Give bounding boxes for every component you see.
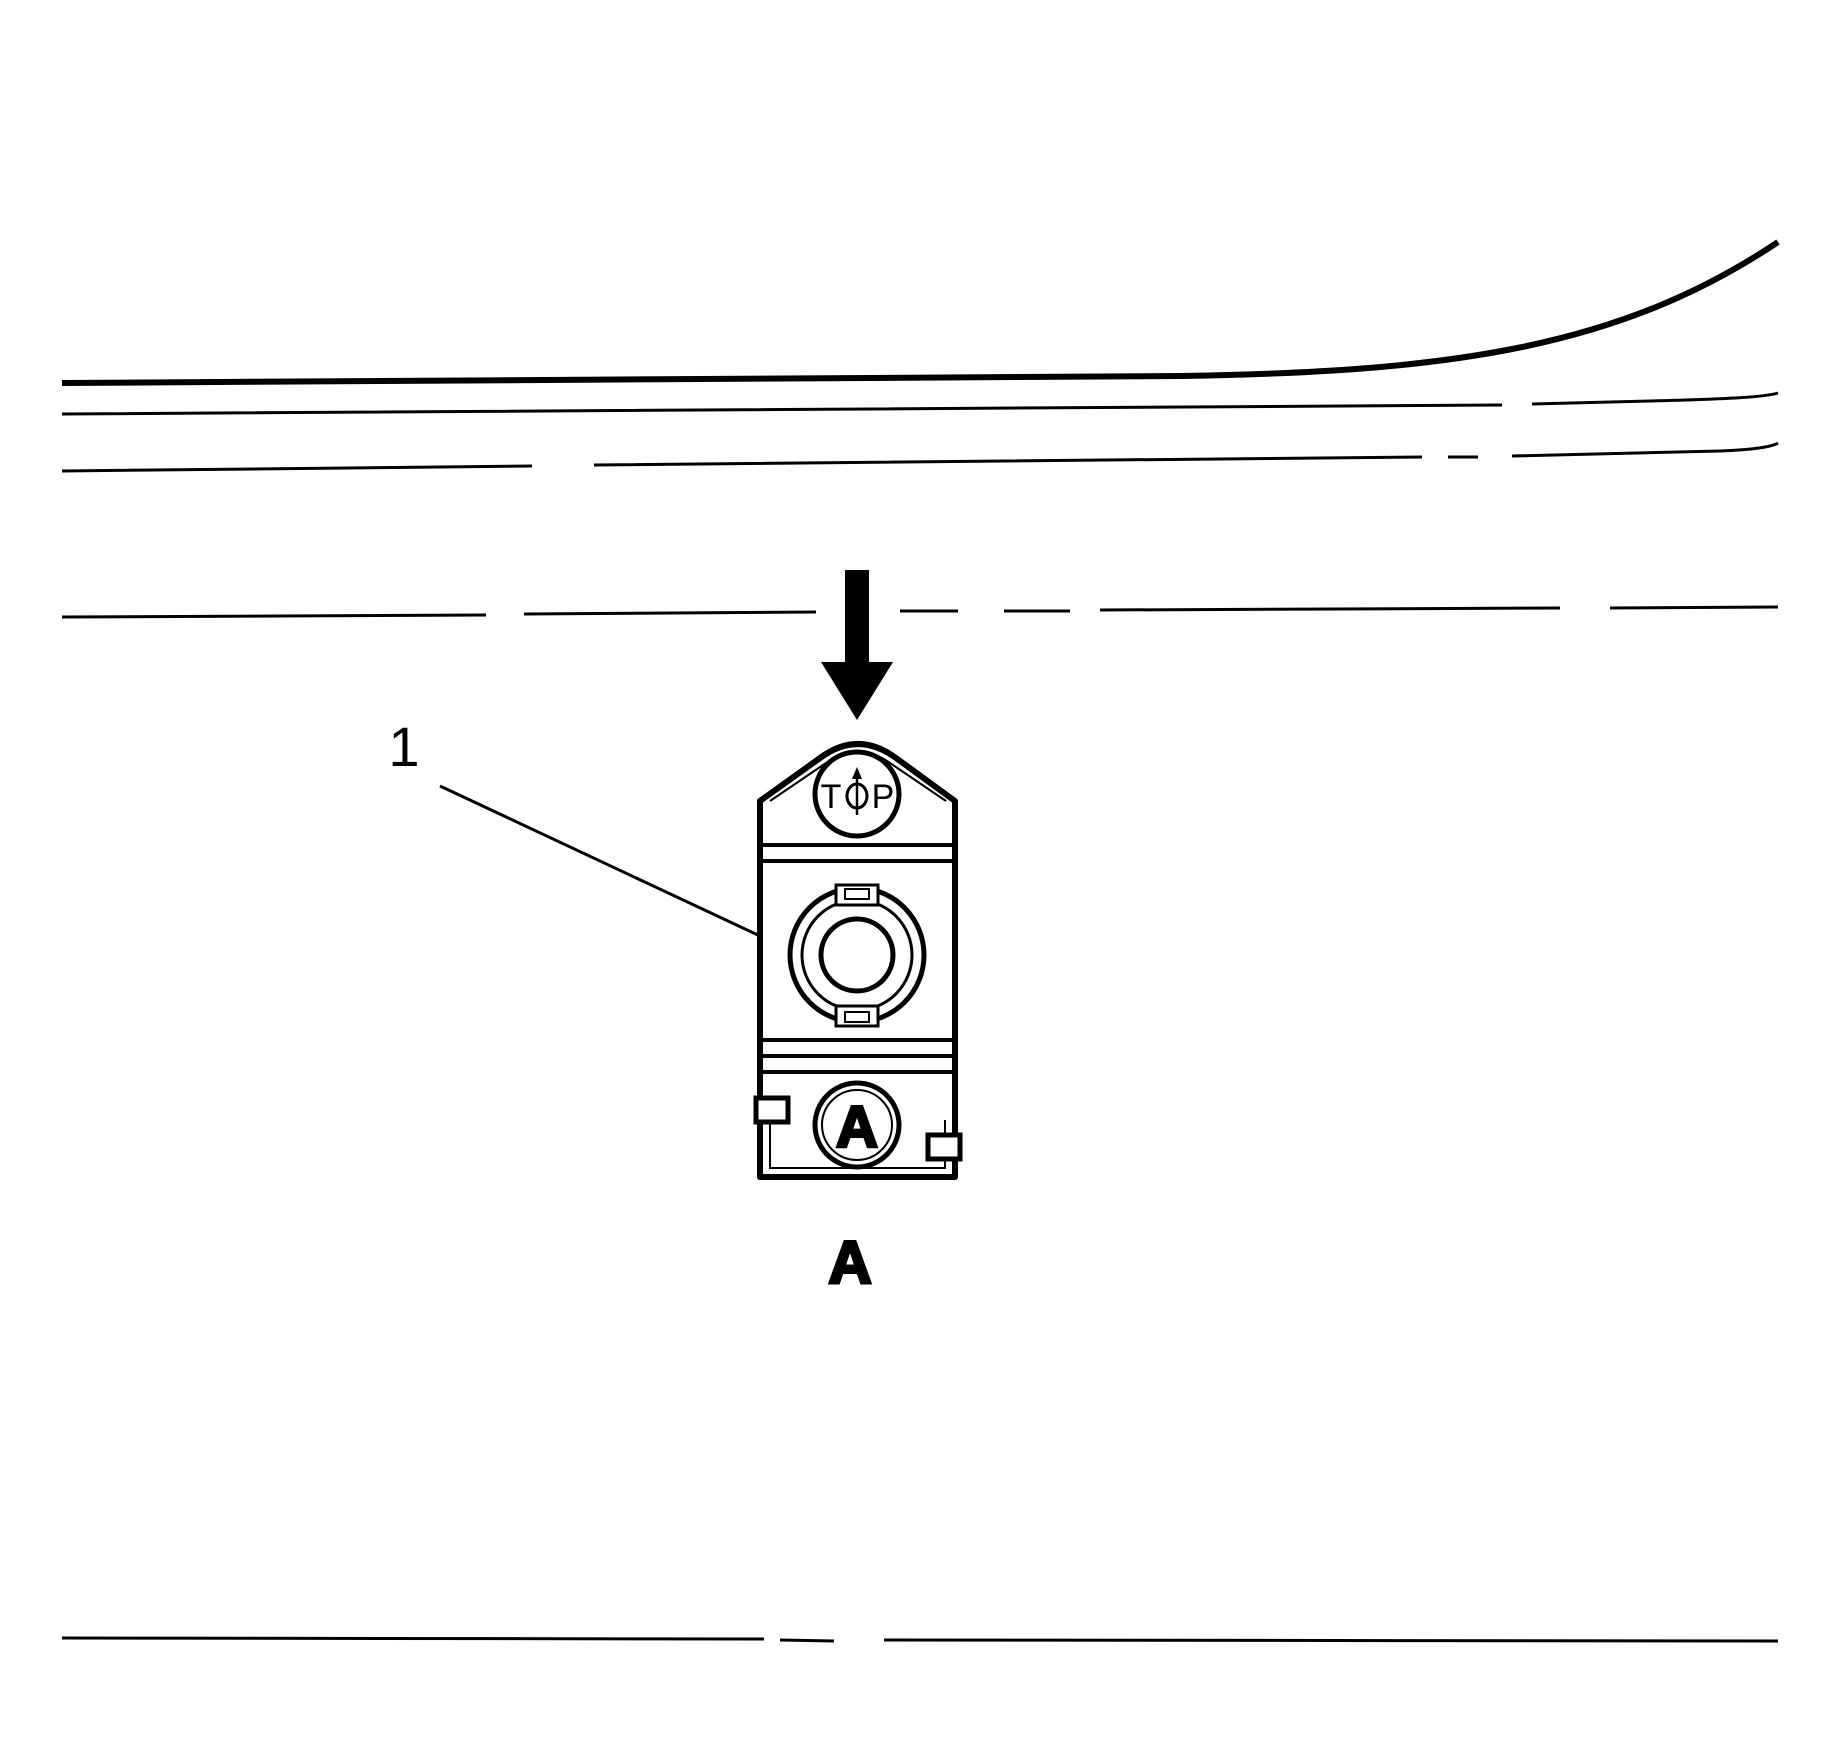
top-marking: T P: [812, 749, 902, 839]
left-clip: [753, 1095, 791, 1125]
top-marking-letter-p: P: [872, 778, 895, 816]
component-housing: [757, 741, 958, 1180]
sensor-lens: [787, 883, 927, 1028]
callout-leader-line: [439, 784, 761, 938]
body-contour-lines: [61, 239, 1780, 1643]
trim-line-upper: [61, 391, 1779, 416]
view-label: A: [828, 1229, 871, 1296]
bottom-line: [61, 1636, 1779, 1643]
down-arrow-icon: [821, 570, 893, 720]
roof-edge-curve: [61, 239, 1780, 386]
a-marking-circle: [812, 1080, 902, 1170]
bottom-section: A: [753, 1080, 963, 1170]
trim-line-middle: [61, 441, 1779, 473]
a-marking-letter: A: [836, 1095, 878, 1160]
callout-number: 1: [388, 715, 419, 778]
top-marking-letter-t: T: [821, 778, 842, 816]
mounting-line: [61, 605, 1779, 619]
right-clip: [925, 1132, 963, 1162]
sensor-component: T P A: [753, 741, 963, 1180]
housing-bands: [760, 843, 955, 1074]
